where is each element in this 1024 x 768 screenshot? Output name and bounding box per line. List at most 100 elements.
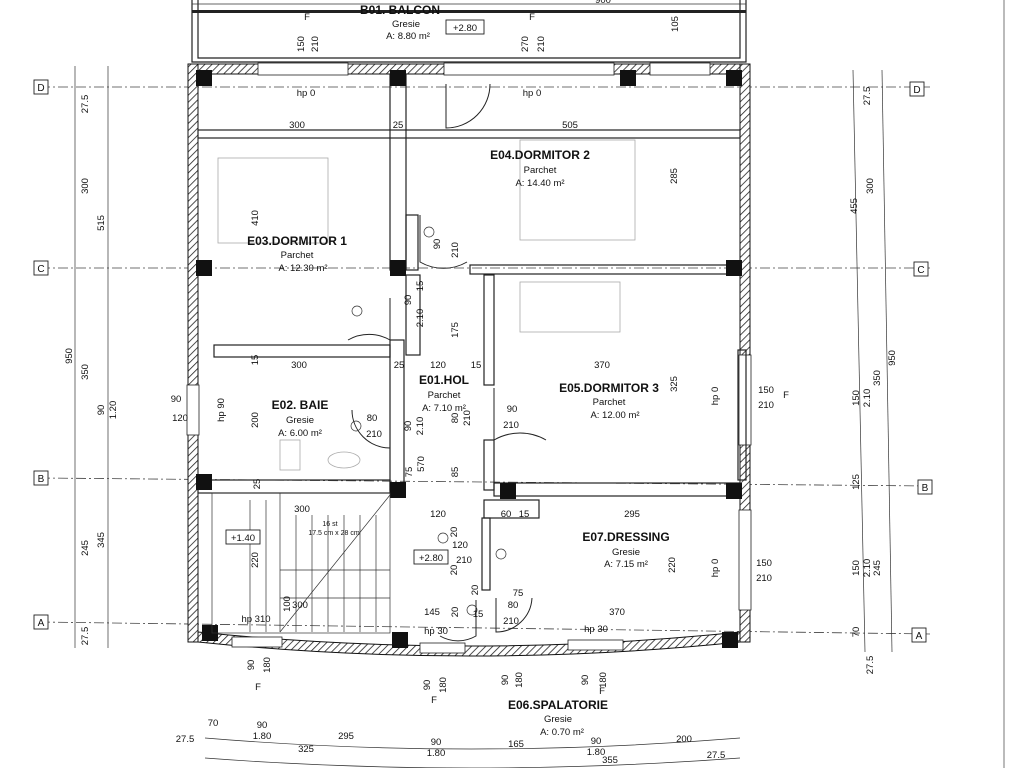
svg-text:210: 210 [758, 400, 774, 411]
svg-text:370: 370 [594, 360, 610, 371]
svg-text:27.5: 27.5 [80, 627, 91, 646]
room-label-dormitor-1: E03.DORMITOR 1 Parchet A: 12.30 m² [247, 234, 347, 274]
svg-text:120: 120 [452, 540, 468, 551]
svg-text:B01. BALCON: B01. BALCON [360, 3, 440, 17]
svg-text:270: 270 [520, 36, 531, 52]
svg-text:295: 295 [624, 509, 640, 520]
svg-text:F: F [304, 12, 310, 23]
svg-text:25: 25 [393, 120, 404, 131]
svg-text:F: F [431, 695, 437, 706]
svg-text:125: 125 [851, 474, 862, 490]
svg-text:505: 505 [562, 120, 578, 131]
svg-text:120: 120 [430, 360, 446, 371]
svg-text:27.5: 27.5 [865, 656, 876, 675]
room-label-balcon: B01. BALCON Gresie A: 8.80 m² [360, 3, 440, 42]
level-markers: +2.80 +1.40 +2.80 [225, 19, 485, 565]
svg-text:E05.DORMITOR 3: E05.DORMITOR 3 [559, 381, 659, 395]
svg-text:20: 20 [470, 585, 481, 596]
svg-text:285: 285 [669, 168, 680, 184]
svg-text:hp 30: hp 30 [584, 624, 608, 635]
svg-text:150: 150 [758, 385, 774, 396]
svg-text:hp 0: hp 0 [710, 387, 721, 406]
svg-text:300: 300 [80, 178, 91, 194]
svg-text:180: 180 [598, 672, 609, 688]
room-label-dressing: E07.DRESSING Gresie A: 7.15 m² [582, 530, 669, 570]
svg-text:165: 165 [508, 739, 524, 750]
svg-text:325: 325 [669, 376, 680, 392]
svg-text:80: 80 [450, 413, 461, 424]
svg-text:210: 210 [756, 573, 772, 584]
svg-text:F: F [255, 682, 261, 693]
svg-text:Parchet: Parchet [428, 390, 461, 401]
svg-text:+2.80: +2.80 [453, 23, 477, 34]
svg-text:120: 120 [172, 413, 188, 424]
svg-text:75: 75 [404, 467, 415, 478]
svg-text:345: 345 [96, 532, 107, 548]
svg-text:70: 70 [851, 627, 862, 638]
svg-text:1.80: 1.80 [253, 731, 272, 742]
svg-text:E07.DRESSING: E07.DRESSING [582, 530, 669, 544]
svg-text:20: 20 [449, 565, 460, 576]
svg-text:150: 150 [756, 558, 772, 569]
svg-text:90: 90 [431, 737, 442, 748]
top-dimensions: 900 150 210 270 210 105 F F [192, 0, 746, 52]
svg-text:D: D [913, 85, 920, 96]
furniture-outlines [217, 139, 636, 471]
svg-text:220: 220 [667, 557, 678, 573]
svg-text:F: F [783, 390, 789, 401]
svg-text:27.5: 27.5 [862, 87, 873, 106]
svg-text:2.10: 2.10 [862, 559, 873, 578]
svg-text:90: 90 [580, 675, 591, 686]
right-dimensions: 27.5 455 300 950 350 150 2.10 125 150 2.… [849, 69, 898, 675]
svg-text:100: 100 [282, 596, 293, 612]
axis-labels-right: D C B A [909, 81, 933, 643]
svg-text:A: 7.15 m²: A: 7.15 m² [604, 559, 648, 570]
svg-text:A: 12.30 m²: A: 12.30 m² [278, 263, 327, 274]
svg-text:1.80: 1.80 [427, 748, 446, 759]
svg-text:C: C [917, 265, 924, 276]
svg-text:A: A [38, 618, 45, 629]
svg-text:2.10: 2.10 [415, 417, 426, 436]
svg-text:Gresie: Gresie [286, 415, 314, 426]
svg-text:90: 90 [403, 295, 414, 306]
svg-text:210: 210 [450, 242, 461, 258]
svg-text:350: 350 [872, 370, 883, 386]
svg-text:75: 75 [513, 588, 524, 599]
svg-text:410: 410 [250, 210, 261, 226]
svg-text:15: 15 [519, 509, 530, 520]
svg-text:hp 30: hp 30 [424, 626, 448, 637]
svg-text:E02. BAIE: E02. BAIE [272, 398, 329, 412]
svg-text:60: 60 [501, 509, 512, 520]
svg-text:15: 15 [250, 355, 261, 366]
svg-text:210: 210 [536, 36, 547, 52]
svg-text:1.80: 1.80 [587, 747, 606, 758]
svg-text:A: 12.00 m²: A: 12.00 m² [590, 410, 639, 421]
svg-text:210: 210 [310, 36, 321, 52]
svg-text:900: 900 [595, 0, 611, 6]
svg-text:A: 8.80 m²: A: 8.80 m² [386, 31, 430, 42]
svg-text:90: 90 [246, 660, 257, 671]
svg-text:200: 200 [676, 734, 692, 745]
svg-text:70: 70 [208, 718, 219, 729]
svg-text:E06.SPALATORIE: E06.SPALATORIE [508, 698, 608, 712]
svg-text:Gresie: Gresie [544, 714, 572, 725]
svg-text:hp 90: hp 90 [216, 398, 227, 422]
svg-text:hp 310: hp 310 [241, 614, 270, 625]
svg-text:F: F [529, 12, 535, 23]
svg-text:A: 0.70 m²: A: 0.70 m² [540, 727, 584, 738]
svg-text:A: A [916, 631, 923, 642]
svg-text:17.5 cm x 28 cm: 17.5 cm x 28 cm [308, 530, 360, 537]
svg-text:A: 14.40 m²: A: 14.40 m² [515, 178, 564, 189]
svg-text:300: 300 [289, 120, 305, 131]
svg-text:25: 25 [394, 360, 405, 371]
svg-text:F: F [599, 686, 605, 697]
svg-text:245: 245 [872, 560, 883, 576]
svg-text:90: 90 [403, 421, 414, 432]
svg-text:300: 300 [292, 600, 308, 611]
svg-text:150: 150 [296, 36, 307, 52]
svg-text:27.5: 27.5 [176, 734, 195, 745]
svg-text:90: 90 [171, 394, 182, 405]
svg-text:570: 570 [416, 456, 427, 472]
svg-text:105: 105 [670, 16, 681, 32]
